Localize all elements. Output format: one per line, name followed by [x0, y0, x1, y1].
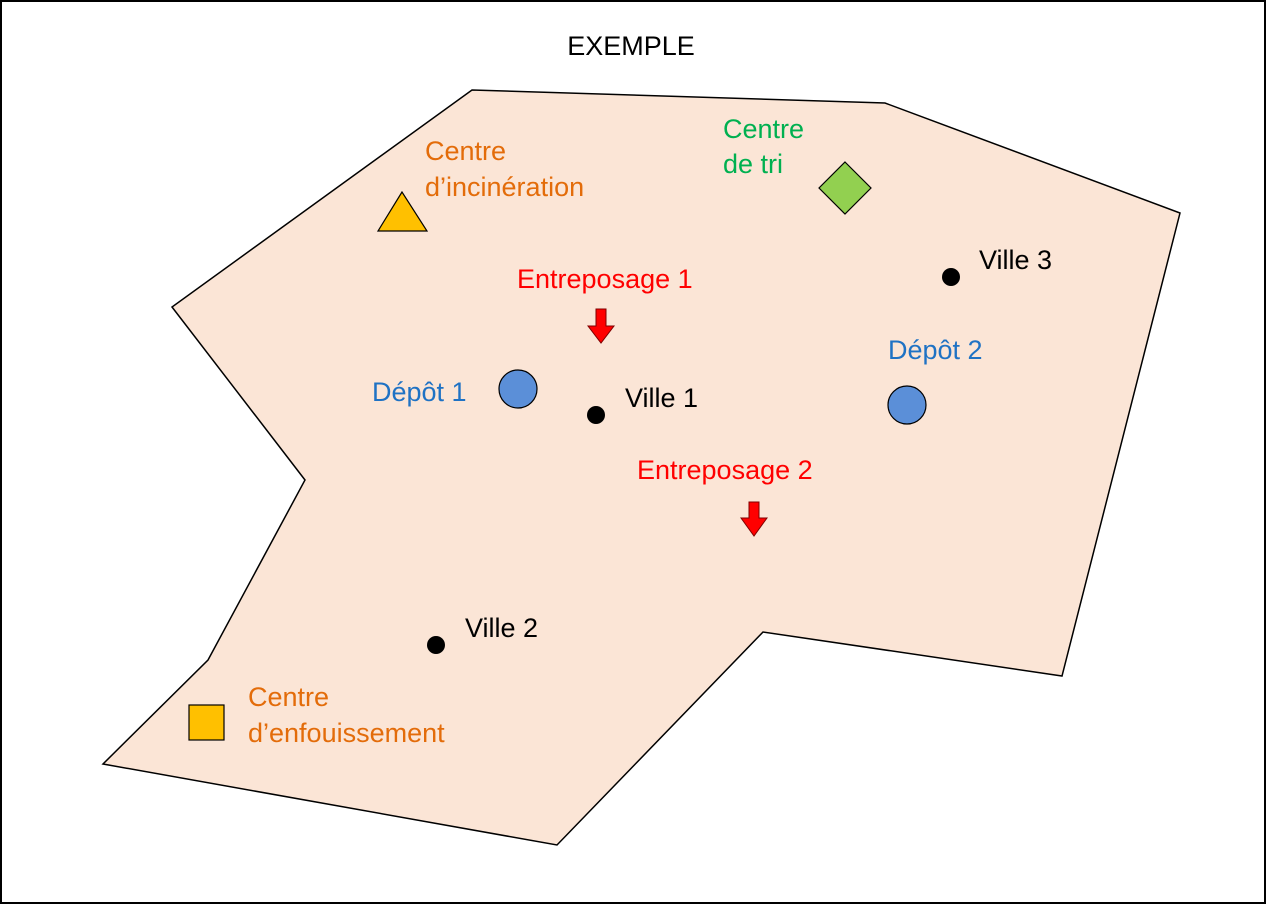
incineration-center: Centre d’incinération	[376, 136, 584, 232]
square-icon	[188, 704, 225, 741]
dot-icon	[587, 406, 605, 424]
city-2: Ville 2	[427, 613, 538, 654]
circle-icon	[498, 369, 538, 409]
city-1-label: Ville 1	[625, 383, 698, 413]
sorting-label: Centre de tri	[723, 114, 812, 179]
storage-1: Entreposage 1	[517, 264, 693, 344]
arrow-down-icon	[586, 308, 616, 344]
sorting-center: Centre de tri	[723, 114, 872, 215]
incineration-label: Centre d’incinération	[425, 136, 584, 202]
city-1: Ville 1	[587, 383, 698, 424]
storage-2-label: Entreposage 2	[637, 455, 813, 485]
city-3: Ville 3	[942, 245, 1052, 286]
arrow-down-icon	[740, 501, 768, 537]
region-polygon	[101, 89, 1181, 846]
dot-icon	[427, 636, 445, 654]
storage-2: Entreposage 2	[637, 455, 813, 537]
map-title: EXEMPLE	[567, 31, 695, 61]
dot-icon	[942, 268, 960, 286]
city-2-label: Ville 2	[465, 613, 538, 643]
landfill-center: Centre d’enfouissement	[188, 682, 445, 748]
depot-1-label: Dépôt 1	[372, 377, 467, 407]
city-3-label: Ville 3	[979, 245, 1052, 275]
diamond-icon	[818, 161, 872, 215]
storage-1-label: Entreposage 1	[517, 264, 693, 294]
depot-1: Dépôt 1	[372, 369, 538, 409]
depot-2: Dépôt 2	[887, 335, 983, 425]
depot-2-label: Dépôt 2	[888, 335, 983, 365]
landfill-label: Centre d’enfouissement	[248, 682, 445, 748]
circle-icon	[887, 385, 927, 425]
triangle-icon	[376, 190, 429, 232]
